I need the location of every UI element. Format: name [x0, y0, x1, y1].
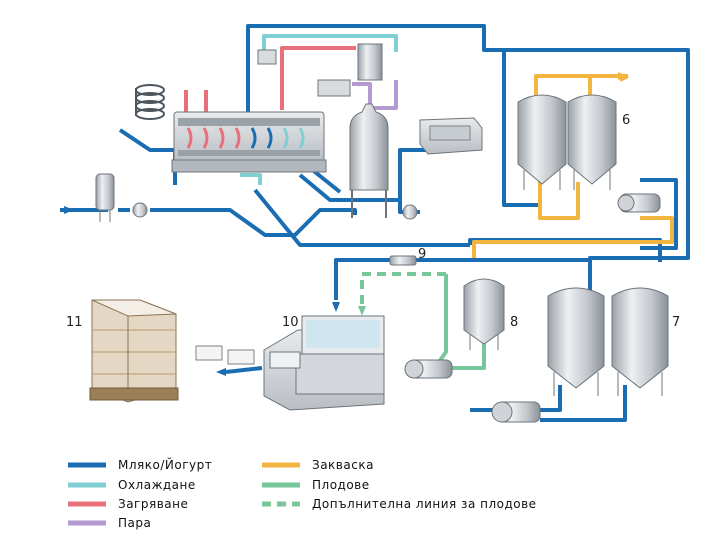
deaerator-vessel: [349, 103, 389, 218]
legend-label-heating: Загряване: [118, 497, 188, 511]
pump-tanks-6: [617, 193, 661, 213]
label-10: 10: [282, 315, 299, 330]
pipes-fruit-extra: [360, 272, 446, 306]
pump-homogenizer-feed: [402, 204, 418, 220]
static-mixer-9: [389, 255, 417, 266]
buffer-tank-7b: [611, 287, 669, 396]
balance-tank: [95, 173, 115, 222]
pallet-stack-11: [89, 299, 179, 403]
legend-label-starter: Закваска: [312, 458, 374, 472]
incubation-tank-6a: [517, 94, 567, 190]
buffer-tank-7a: [547, 287, 605, 396]
label-8: 8: [510, 315, 518, 330]
fruit-tank-8: [463, 278, 505, 350]
label-9: 9: [418, 247, 426, 262]
fruit-extra-arrow: [358, 306, 366, 316]
cup-trays: [195, 345, 255, 365]
legend-label-fruit-extra: Допълнителна линия за плодове: [312, 497, 537, 511]
pump-tank-8: [404, 359, 453, 379]
plate-heat-exchanger: [171, 111, 327, 173]
legend-label-cooling: Охлаждане: [118, 478, 196, 492]
homogenizer: [419, 117, 483, 155]
pump-tanks-7: [491, 401, 541, 423]
hot-water-unit: [257, 43, 383, 97]
pipes-cooling: [240, 34, 398, 185]
incubation-tank-6b: [567, 94, 617, 190]
pump-feed: [132, 202, 148, 218]
label-7: 7: [672, 315, 680, 330]
filling-machine-10: [263, 315, 385, 411]
flow-arrows: [64, 206, 340, 376]
label-11: 11: [66, 315, 83, 330]
legend-label-fruit: Плодове: [312, 478, 370, 492]
starter-inlet-arrow: [618, 72, 628, 80]
holding-coil: [135, 84, 165, 120]
legend-label-steam: Пара: [118, 516, 151, 530]
pipes-starter: [472, 74, 674, 258]
legend: Мляко/Йогурт Охлаждане Загряване Пара За…: [68, 457, 537, 530]
label-6: 6: [622, 113, 630, 128]
legend-label-milk: Мляко/Йогурт: [118, 457, 212, 472]
